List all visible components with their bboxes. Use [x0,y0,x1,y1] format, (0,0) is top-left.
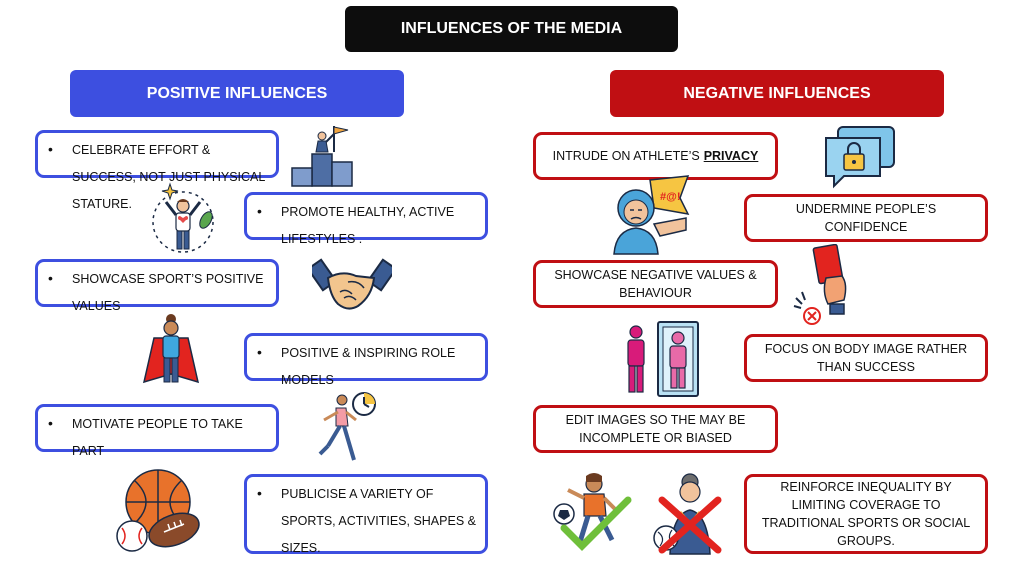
happy-person-icon [152,182,214,253]
negative-item-reinforce-inequality: REINFORCE INEQUALITY BY LIMITING COVERAG… [744,474,988,554]
red-card-icon [793,244,847,325]
negative-item-text: INTRUDE ON ATHLETE’S [552,149,700,163]
lock-chat-icon [825,126,895,189]
negative-item-body-image: FOCUS ON BODY IMAGE RATHER THAN SUCCESS [744,334,988,382]
runner-clock-icon [318,392,376,461]
positive-item-text: POSITIVE & INSPIRING ROLE MODELS [281,346,456,387]
positive-item-motivate-people: MOTIVATE PEOPLE TO TAKE PART [35,404,279,458]
negative-item-text: FOCUS ON BODY IMAGE RATHER THAN SUCCESS [764,342,968,374]
negative-item-negative-values: SHOWCASE NEGATIVE VALUES & BEHAVIOUR [533,260,778,308]
sad-person-pointing-icon: #@! [613,175,690,255]
sports-balls-icon [116,469,200,552]
podium-flag-icon [291,126,353,187]
footballer-check-icon [553,473,632,551]
negative-item-text: EDIT IMAGES SO THE MAY BE INCOMPLETE OR … [565,413,746,445]
negative-item-undermine-confidence: UNDERMINE PEOPLE’S CONFIDENCE [744,194,988,242]
positive-item-text: MOTIVATE PEOPLE TO TAKE PART [72,417,243,458]
positive-item-role-models: POSITIVE & INSPIRING ROLE MODELS [244,333,488,387]
svg-text:#@!: #@! [660,191,681,203]
privacy-link[interactable]: PRIVACY [703,149,759,163]
positive-item-text: SHOWCASE SPORT’S POSITIVE VALUES [72,272,264,313]
positive-item-text: PROMOTE HEALTHY, ACTIVE LIFESTYLES . [281,205,455,246]
page-title: INFLUENCES OF THE MEDIA [345,6,678,52]
positive-item-text: CELEBRATE EFFORT & SUCCESS, NOT JUST PHY… [72,143,265,211]
negative-item-intrude-privacy: INTRUDE ON ATHLETE’S PRIVACY [533,132,778,180]
negative-item-edit-images: EDIT IMAGES SO THE MAY BE INCOMPLETE OR … [533,405,778,453]
negative-item-text: UNDERMINE PEOPLE’S CONFIDENCE [795,202,937,234]
positive-item-positive-values: SHOWCASE SPORT’S POSITIVE VALUES [35,259,279,313]
negative-header: NEGATIVE INFLUENCES [610,70,944,117]
negative-item-text: REINFORCE INEQUALITY BY LIMITING COVERAG… [761,480,971,548]
positive-item-healthy-lifestyles: PROMOTE HEALTHY, ACTIVE LIFESTYLES . [244,192,488,246]
crossed-player-icon [653,473,722,555]
positive-item-celebrate-effort: CELEBRATE EFFORT & SUCCESS, NOT JUST PHY… [35,130,279,211]
positive-item-publicise-variety: PUBLICISE A VARIETY OF SPORTS, ACTIVITIE… [244,474,488,555]
positive-header: POSITIVE INFLUENCES [70,70,404,117]
handshake-icon [312,258,392,310]
positive-item-text: PUBLICISE A VARIETY OF SPORTS, ACTIVITIE… [281,487,476,555]
superhero-icon [142,314,200,384]
mirror-figure-icon [627,321,699,397]
negative-item-text: SHOWCASE NEGATIVE VALUES & BEHAVIOUR [554,268,757,300]
